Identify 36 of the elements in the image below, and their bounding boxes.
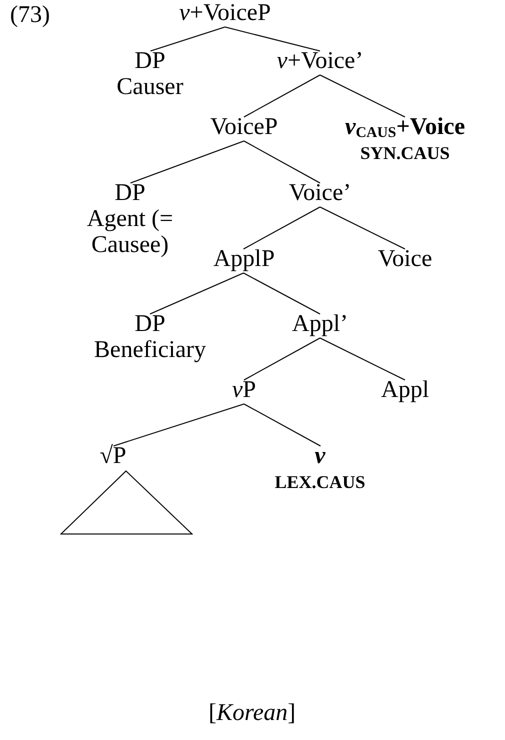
node-label: v+VoiceP — [179, 0, 271, 26]
node-label: VoiceP — [210, 114, 278, 140]
node-label: DP — [134, 48, 166, 74]
node-label: Voice — [378, 246, 432, 272]
node-annotation: Agent (= Causee) — [86, 206, 174, 258]
tree-branch — [130, 140, 244, 184]
caption: [Korean] — [208, 700, 296, 726]
tree-branch — [244, 404, 321, 446]
node-annotation: Beneficiary — [94, 337, 206, 363]
node-label: Appl — [381, 377, 429, 403]
node-label: Voice’ — [288, 180, 352, 206]
node-label: ApplP — [213, 246, 275, 272]
tree-branch — [243, 206, 320, 250]
node-label: DP — [114, 180, 146, 206]
tree-branch — [224, 26, 320, 52]
tree-branch — [150, 26, 226, 52]
node-annotation: LEX.CAUS — [274, 471, 366, 494]
node-label: v+Voice’ — [276, 48, 364, 74]
node-label: vP — [232, 377, 256, 403]
tree-branch — [244, 74, 320, 118]
node-label: DP — [134, 311, 166, 337]
tree-branch — [243, 272, 320, 314]
node-label: √P — [100, 443, 126, 469]
example-number: (73) — [10, 2, 50, 28]
tree-branch — [320, 206, 406, 250]
tree-branch — [244, 140, 320, 184]
node-label: Appl’ — [292, 311, 348, 337]
tree-branch — [320, 74, 406, 118]
tree-branch — [113, 404, 244, 446]
node-annotation: SYN.CAUS — [359, 142, 451, 165]
node-label: v — [314, 443, 326, 469]
tree-branch — [244, 338, 320, 380]
tree-branch — [320, 338, 406, 380]
tree-branch — [150, 272, 244, 314]
node-annotation: Causer — [116, 74, 184, 100]
node-label: v$_{CAUS}$+Voice — [345, 114, 465, 140]
